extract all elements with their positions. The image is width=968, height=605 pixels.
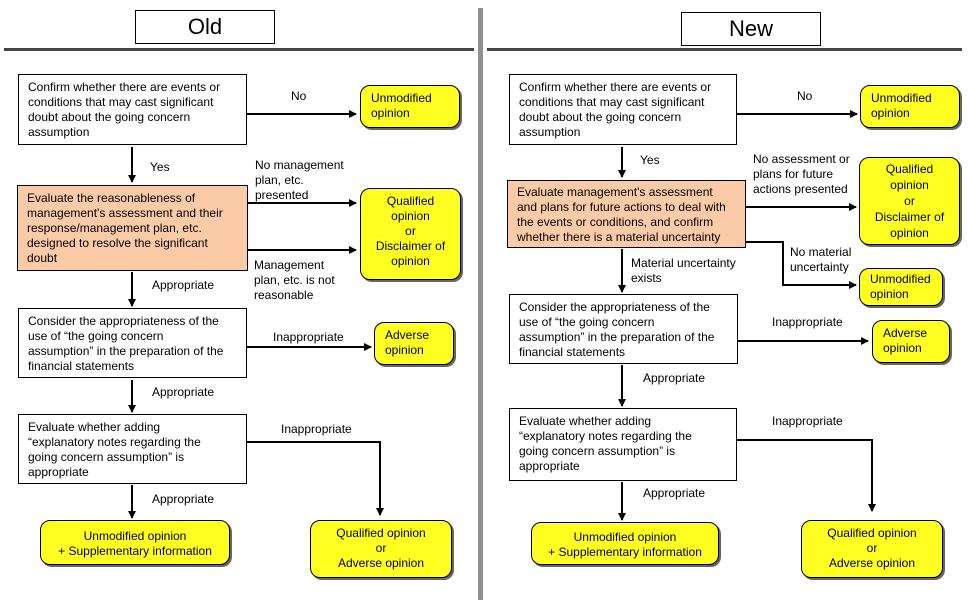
old-unmodified-supplementary: Unmodified opinion + Supplementary infor…	[40, 520, 230, 565]
new-confirm-box: Confirm whether there are events or cond…	[509, 74, 737, 145]
old-label-no: No	[291, 89, 307, 103]
new-label-no: No	[797, 89, 813, 103]
old-label-yes: Yes	[150, 160, 170, 174]
old-label-no-plan: No management plan, etc. presented	[255, 158, 344, 202]
old-adverse-opinion: Adverse opinion	[374, 322, 454, 365]
old-arrow-inappropriate-2	[247, 441, 384, 516]
new-title: New	[681, 12, 821, 46]
new-label-yes: Yes	[640, 153, 660, 167]
new-label-no-assessment: No assessment or plans for future action…	[753, 152, 850, 196]
old-label-inappropriate-2: Inappropriate	[281, 422, 352, 436]
new-unmodified-opinion-2: Unmodified opinion	[859, 268, 943, 306]
new-consider-box: Consider the appropriateness of the use …	[509, 294, 738, 364]
old-header-rule	[4, 48, 474, 51]
new-arrow-no-material	[746, 241, 857, 289]
new-unmodified-supplementary: Unmodified opinion + Supplementary infor…	[531, 522, 719, 565]
old-label-inappropriate-1: Inappropriate	[273, 330, 344, 344]
old-qualified-disclaimer: Qualified opinion or Disclaimer of opini…	[360, 188, 461, 280]
old-confirm-box: Confirm whether there are events or cond…	[18, 74, 247, 145]
new-qualified-adverse: Qualified opinion or Adverse opinion	[801, 520, 943, 578]
old-qualified-adverse: Qualified opinion or Adverse opinion	[310, 520, 452, 578]
old-label-appropriate-3: Appropriate	[152, 492, 215, 506]
new-arrow-inappropriate-2	[737, 439, 876, 512]
old-unmodified-opinion: Unmodified opinion	[360, 85, 460, 128]
new-label-material-exists: Material uncertainty exists	[631, 256, 736, 285]
new-evaluate-box: Evaluate management's assessment and pla…	[507, 180, 746, 248]
new-label-appropriate-2: Appropriate	[643, 486, 706, 500]
old-label-appropriate-1: Appropriate	[152, 278, 215, 292]
new-adverse-opinion: Adverse opinion	[872, 320, 950, 363]
new-label-inappropriate-2: Inappropriate	[772, 414, 843, 428]
new-qualified-disclaimer: Qualified opinion or Disclaimer of opini…	[859, 157, 960, 245]
new-unmodified-opinion-1: Unmodified opinion	[860, 85, 960, 128]
old-title: Old	[135, 10, 275, 44]
new-notes-box: Evaluate whether adding “explanatory not…	[509, 408, 737, 481]
new-label-appropriate-1: Appropriate	[643, 371, 706, 385]
new-label-inappropriate-1: Inappropriate	[772, 315, 843, 329]
new-label-no-material: No material uncertainty	[790, 245, 852, 274]
new-header-rule	[487, 48, 962, 51]
old-label-appropriate-2: Appropriate	[152, 385, 215, 399]
old-label-plan-not-reasonable: Management plan, etc. is not reasonable	[254, 258, 335, 302]
old-evaluate-box: Evaluate the reasonableness of managemen…	[17, 185, 248, 271]
old-consider-box: Consider the appropriateness of the use …	[18, 308, 247, 378]
panel-divider	[478, 8, 483, 600]
old-notes-box: Evaluate whether adding “explanatory not…	[18, 414, 247, 484]
